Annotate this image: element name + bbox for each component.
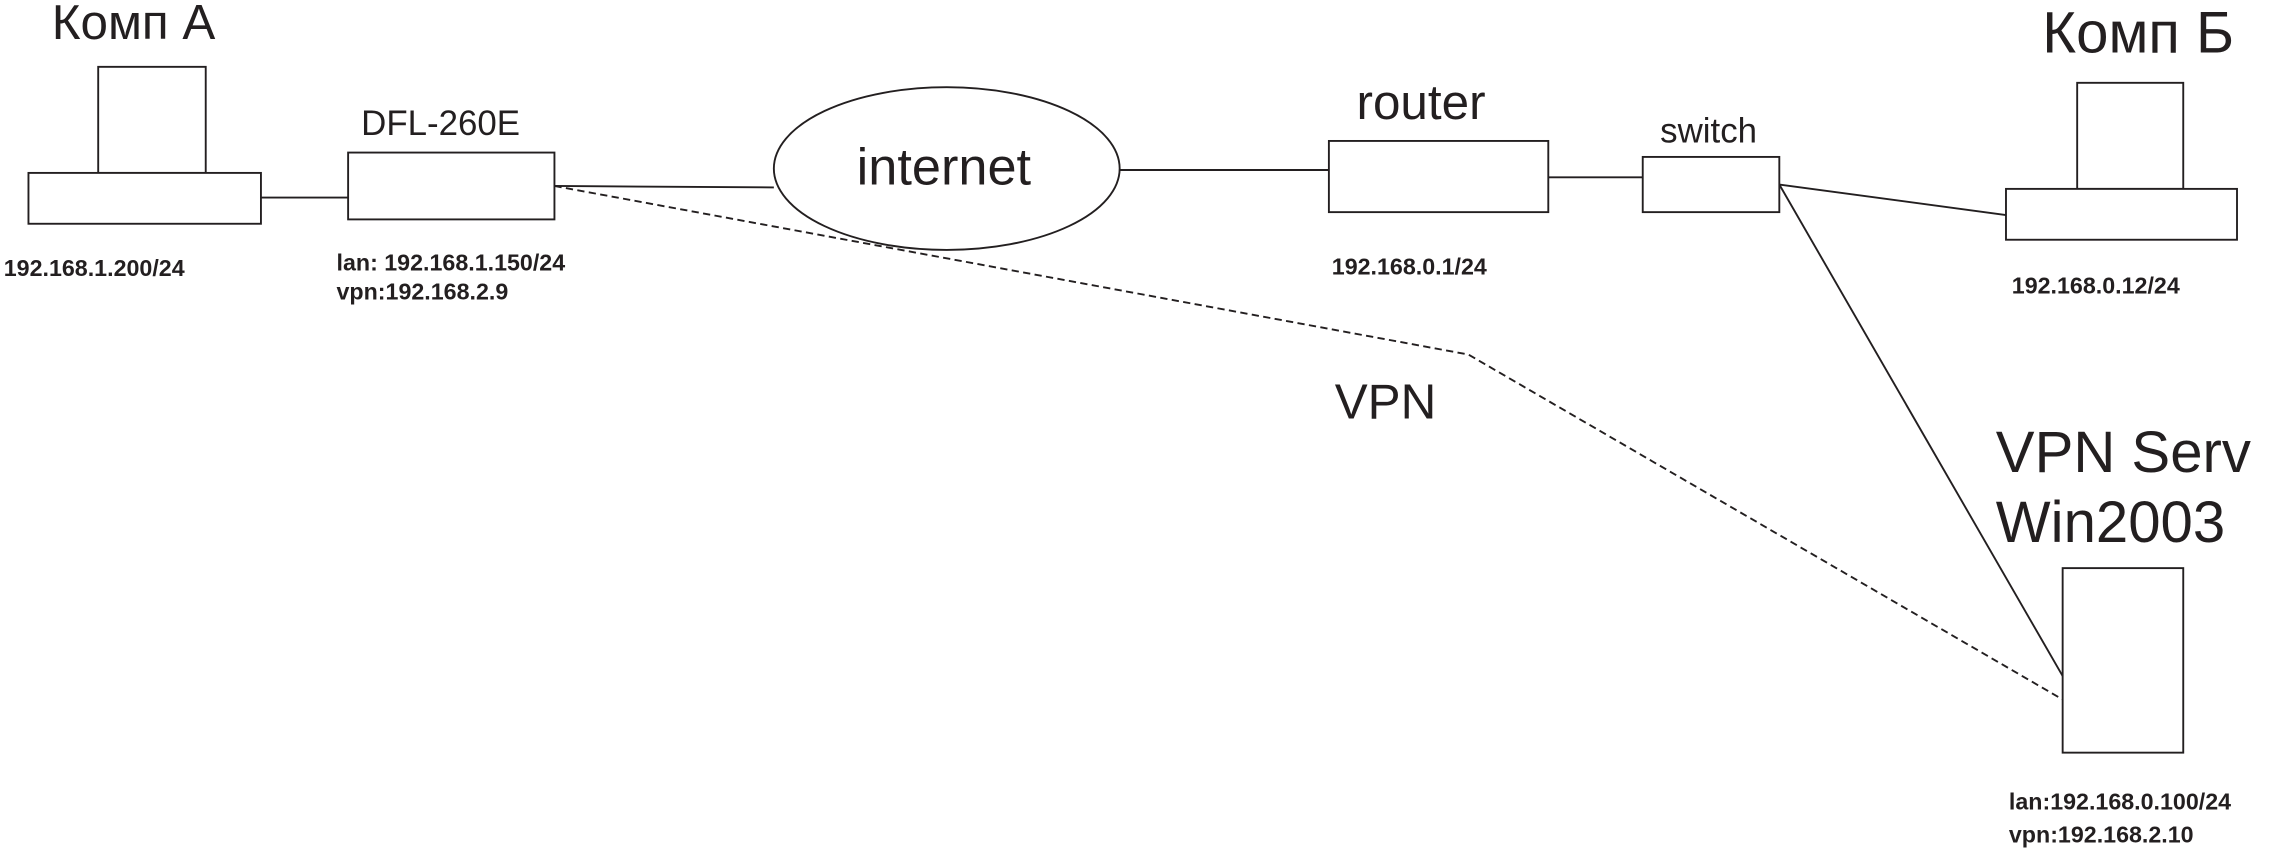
router-ip: 192.168.0.1/24 [1332, 254, 1487, 280]
internet-cloud: internet [772, 86, 1121, 251]
link-dfl-internet [554, 185, 774, 189]
internet-ellipse [772, 86, 1121, 251]
comp-a-case [27, 171, 262, 225]
comp-b: Комп Б 192.168.0.12/24 [2005, 0, 2238, 299]
vpn-tunnel-line [554, 185, 2065, 702]
vpn-server-label-2: Win2003 [1996, 490, 2225, 555]
router-box [1327, 139, 1550, 214]
comp-a: Комп А 192.168.1.200/24 [4, 0, 262, 281]
comp-a-monitor [97, 65, 207, 174]
vpn-tunnel-label: VPN [1335, 374, 1437, 429]
comp-b-monitor [2076, 81, 2185, 190]
internet-label: internet [857, 139, 1032, 197]
vpn-server: VPN Serv Win2003 lan:192.168.0.100/24 vp… [1996, 420, 2251, 848]
vpn-server-label-1: VPN Serv [1996, 420, 2251, 485]
comp-a-label: Комп А [52, 0, 216, 50]
switch: switch [1641, 111, 1781, 214]
vpn-server-lan-ip: lan:192.168.0.100/24 [2009, 788, 2231, 814]
dfl-label: DFL-260E [361, 104, 520, 143]
link-switch-compb [1779, 183, 2007, 216]
router-label: router [1356, 75, 1485, 130]
comp-a-ip: 192.168.1.200/24 [4, 255, 185, 281]
comp-b-label: Комп Б [2042, 0, 2234, 65]
switch-label: switch [1660, 111, 1757, 150]
vpn-server-box [2061, 567, 2185, 754]
comp-b-case [2005, 187, 2238, 241]
switch-box [1641, 155, 1781, 214]
vpn-server-vpn-ip: vpn:192.168.2.10 [2009, 822, 2194, 848]
dfl-box [347, 151, 556, 221]
dfl-vpn-ip: vpn:192.168.2.9 [336, 278, 508, 304]
dfl-260e: DFL-260E lan: 192.168.1.150/24 vpn:192.1… [336, 104, 565, 304]
comp-b-ip: 192.168.0.12/24 [2012, 273, 2180, 299]
router: router 192.168.0.1/24 [1327, 75, 1550, 280]
link-switch-vpnserver [1778, 184, 2065, 680]
dfl-lan-ip: lan: 192.168.1.150/24 [336, 249, 565, 275]
